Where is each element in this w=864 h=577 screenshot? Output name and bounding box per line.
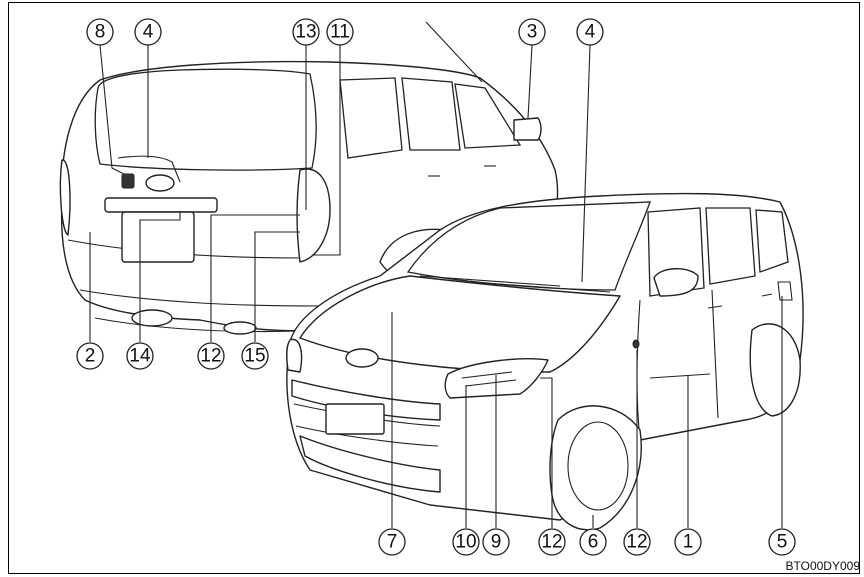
callout-12-headlamp: 12: [538, 528, 566, 556]
svg-text:3: 3: [527, 22, 538, 43]
callout-8: 8: [86, 18, 114, 46]
callout-9: 9: [482, 528, 510, 556]
callout-5: 5: [768, 528, 796, 556]
svg-text:4: 4: [143, 22, 154, 43]
svg-text:6: 6: [588, 532, 599, 553]
callout-3: 3: [518, 18, 546, 46]
callout-14: 14: [126, 342, 154, 370]
callout-4-rear: 4: [134, 18, 162, 46]
callout-12-rear: 12: [197, 342, 225, 370]
callout-10: 10: [452, 528, 480, 556]
svg-text:8: 8: [95, 22, 106, 43]
svg-text:2: 2: [85, 346, 96, 367]
svg-text:13: 13: [295, 22, 316, 43]
svg-text:9: 9: [491, 532, 502, 553]
svg-text:12: 12: [541, 532, 562, 553]
callout-1: 1: [674, 528, 702, 556]
svg-text:10: 10: [455, 532, 476, 553]
svg-text:4: 4: [585, 22, 596, 43]
callout-2: 2: [76, 342, 104, 370]
svg-text:12: 12: [200, 346, 221, 367]
front-vehicle-illustration: [285, 192, 804, 531]
svg-text:14: 14: [129, 346, 151, 367]
callout-7: 7: [378, 528, 406, 556]
callout-15: 15: [241, 342, 269, 370]
callout-11: 11: [326, 18, 354, 46]
figure-frame: [8, 2, 860, 574]
svg-text:7: 7: [387, 532, 398, 553]
svg-text:11: 11: [330, 22, 350, 43]
callout-4-front: 4: [576, 18, 604, 46]
callout-12-side: 12: [623, 528, 651, 556]
figure-code: BTO00DY009: [785, 559, 861, 573]
leader-lines: [89, 44, 783, 528]
svg-text:1: 1: [683, 532, 694, 553]
rear-vehicle-illustration: [59, 21, 559, 335]
svg-text:15: 15: [244, 346, 265, 367]
svg-text:5: 5: [777, 532, 788, 553]
svg-text:12: 12: [626, 532, 647, 553]
callout-6: 6: [579, 528, 607, 556]
callout-13: 13: [292, 18, 320, 46]
